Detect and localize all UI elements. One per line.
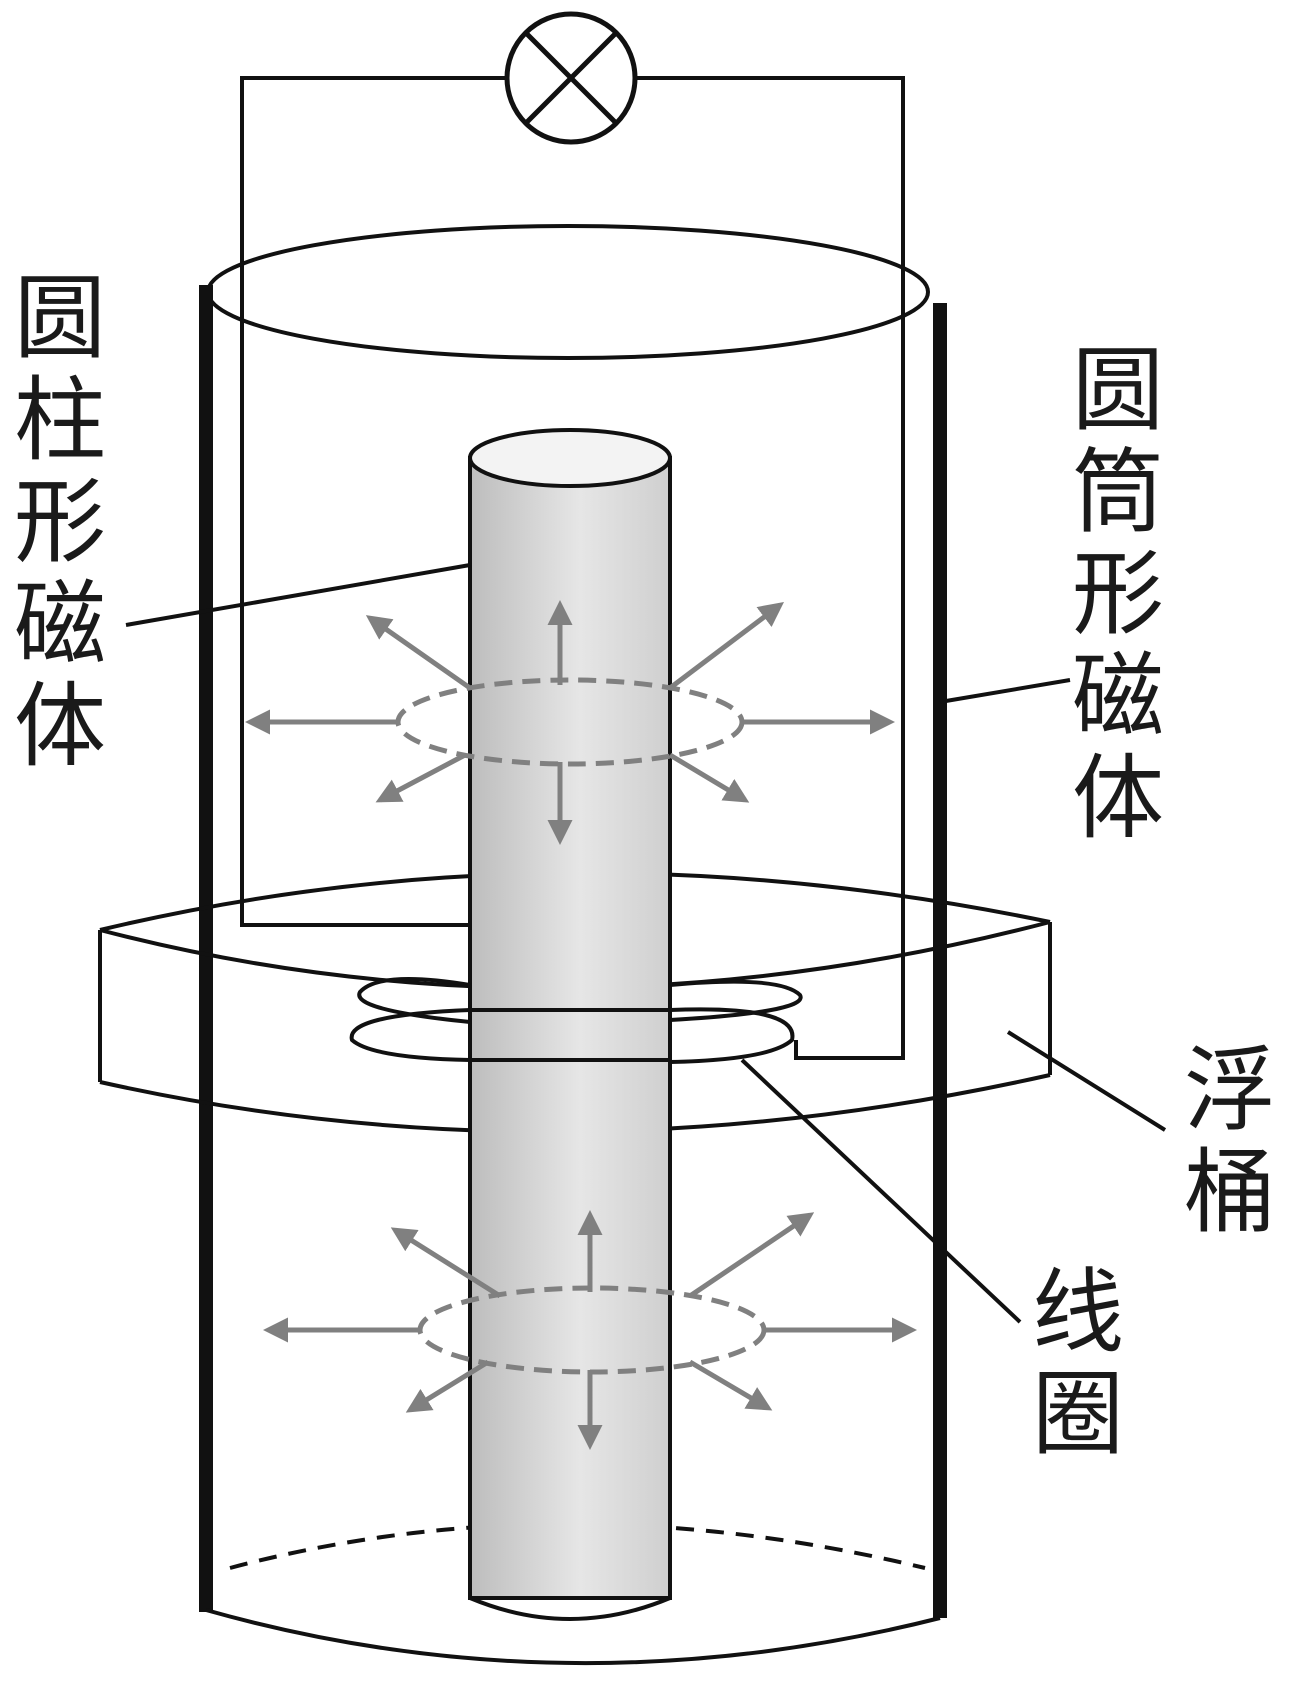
leader-cylinder-magnet <box>125 563 471 627</box>
arrow-icon <box>375 752 467 803</box>
arrow-icon <box>390 1227 502 1299</box>
arrow-icon <box>688 1359 773 1411</box>
arrow-icon <box>668 752 750 803</box>
arrow-icon <box>405 1359 490 1413</box>
coil <box>349 976 803 1064</box>
arrow-icon <box>688 1212 815 1299</box>
circuit <box>240 76 905 1060</box>
leader-coil <box>740 1058 1022 1324</box>
label-float-bucket: 浮桶 <box>1183 1037 1276 1246</box>
circuit-wire-right <box>636 76 905 1060</box>
leader-float-bucket <box>1006 1030 1167 1132</box>
label-coil: 线圈 <box>1031 1259 1124 1468</box>
cylinder-magnet <box>468 428 672 1621</box>
arrow-icon <box>668 601 784 690</box>
cylinder-bottom-face <box>469 1596 671 1621</box>
leader-lines <box>125 563 1167 1324</box>
coil-front-turn-right <box>669 1007 795 1064</box>
cylinder-top-face <box>468 428 672 488</box>
cylinder-body <box>468 456 672 1600</box>
tube-top-rim <box>206 224 930 360</box>
field-lower <box>263 1210 917 1450</box>
lamp-cross-icon <box>504 11 638 145</box>
leader-tube-magnet <box>939 678 1071 704</box>
label-tube-magnet: 圆筒形磁体 <box>1071 337 1164 852</box>
label-cylinder-magnet: 圆柱形磁体 <box>13 265 106 780</box>
arrow-icon <box>365 615 472 691</box>
field-upper <box>245 600 895 845</box>
coil-front-turn <box>349 1008 471 1062</box>
circuit-wire-left <box>240 76 506 927</box>
tube-bottom-front <box>205 1608 941 1666</box>
coil-back-turn-right <box>669 979 803 1022</box>
